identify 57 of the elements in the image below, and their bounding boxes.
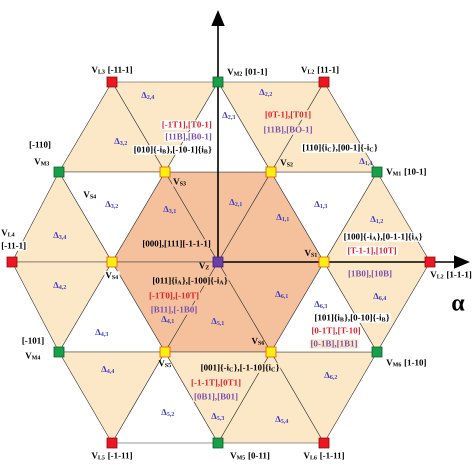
- vector-label: V$_{Z}$: [198, 262, 209, 270]
- vector-label: V$_{S2}$: [280, 160, 293, 166]
- vector-point: [160, 346, 170, 358]
- switching-state-label: [-1T1],[T0-1]: [160, 120, 213, 130]
- vector-label: V$_{L6}$ [-1-11]: [304, 452, 344, 460]
- vector-point: [212, 438, 224, 448]
- switching-state-label: [0B1],[B01]: [192, 392, 240, 402]
- switching-state-label: [0-1B],[1B1]: [309, 339, 359, 349]
- vector-point: [318, 438, 330, 448]
- switching-state-label: V$_{S4}$: [104, 271, 120, 280]
- switching-state-label: [0-1T],[T-10]: [310, 326, 362, 336]
- vector-point: [54, 346, 64, 358]
- switching-state-label: V$_{S3}$: [172, 178, 188, 186]
- vector-point: [106, 76, 118, 88]
- switching-state-label: [101]{i$_{B}$},[0-10]{-i$_{B}$}: [313, 313, 391, 323]
- axis-label: α: [452, 299, 464, 311]
- vector-point: [106, 256, 118, 268]
- vector-label: V$_{L2}$ [1-1-1]: [430, 271, 472, 279]
- vector-label: V$_{M6}$ [1-10]: [386, 359, 426, 367]
- switching-state-label: [100]{-i$_{A}$},[0-1-1]{i$_{A}$}: [342, 232, 424, 242]
- vector-label: V$_{S4}$: [83, 192, 96, 198]
- vector-label: V$_{L3}$ [-11-1]: [92, 66, 132, 74]
- vector-point: [372, 166, 382, 178]
- switching-state-label: [001]{-i$_{C}$},[-1-10]{i$_{C}$}: [200, 363, 280, 373]
- vector-point: [106, 438, 118, 448]
- switching-state-label: [010]{-i$_{B}$},[-10-1]{i$_{B}$}: [132, 145, 213, 155]
- vector-label: V$_{M5}$ [0-11]: [230, 452, 270, 460]
- vector-point: [318, 256, 330, 268]
- vector-point: [6, 256, 18, 268]
- vector-point: [266, 346, 276, 358]
- vector-label: [-101]: [22, 337, 44, 345]
- vector-label: V$_{M4}$: [25, 352, 40, 360]
- switching-state-label: [T-1-1],[10T]: [346, 246, 398, 256]
- vector-point: [424, 256, 436, 268]
- switching-state-label: [0T-1],[T01]: [264, 110, 312, 120]
- vector-label: V$_{L2}$ [11-1]: [301, 66, 338, 74]
- vector-label: V$_{M2}$ [01-1]: [227, 68, 267, 76]
- vector-point: [54, 166, 64, 178]
- vector-label: [-110]: [30, 141, 50, 149]
- switching-state-label: [000],[111][-1-1-1]: [141, 239, 212, 249]
- switching-state-label: [011]{i$_{A}$},[-100]{-i$_{A}$}: [151, 276, 229, 286]
- vector-point: [318, 76, 330, 88]
- switching-state-label: [110]{i$_{C}$},[00-1]{-i$_{C}$}: [301, 143, 379, 153]
- vector-point: [212, 76, 224, 88]
- vector-label: V$_{S1}$: [304, 250, 317, 257]
- vector-label: [-11-1]: [0, 241, 28, 251]
- vector-point: [372, 346, 382, 358]
- vector-label: V$_{L5}$ [-1-11]: [92, 452, 132, 460]
- switching-state-label: [-1T0],[-10T]: [148, 291, 200, 301]
- vector-point: [266, 166, 276, 178]
- vector-label: V$_{M3}$: [34, 158, 50, 166]
- switching-state-label: [B11],[-1B0]: [150, 305, 198, 315]
- vector-point: [212, 256, 224, 268]
- vector-label: V$_{S6}$: [252, 338, 264, 345]
- switching-state-label: [11B],[BO-1]: [262, 125, 314, 135]
- switching-state-label: [11B],[B0-1]: [164, 132, 213, 142]
- vector-point: [160, 166, 170, 178]
